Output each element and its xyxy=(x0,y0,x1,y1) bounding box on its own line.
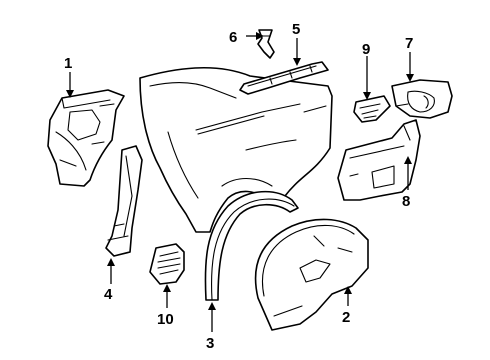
callout-7: 7 xyxy=(405,35,413,52)
part-9-vent xyxy=(353,95,391,123)
part-1-inner-panel xyxy=(47,89,125,187)
part-6-bracket xyxy=(257,29,275,59)
part-7-lamp-housing xyxy=(391,79,453,119)
callout-6: 6 xyxy=(229,29,237,46)
part-2-wheelhouse-liner xyxy=(254,218,369,331)
callout-8: 8 xyxy=(402,193,410,210)
leader-lines xyxy=(66,32,414,332)
part-8-lower-panel xyxy=(337,119,421,201)
callout-9: 9 xyxy=(362,41,370,58)
quarter-panel xyxy=(139,67,333,233)
callout-4: 4 xyxy=(104,286,113,303)
part-4-pillar xyxy=(105,145,143,257)
callout-10: 10 xyxy=(157,311,174,328)
part-5-upper-extension xyxy=(239,61,329,95)
callout-5: 5 xyxy=(292,21,300,38)
callout-1: 1 xyxy=(64,55,72,72)
callout-labels: 1 2 3 4 5 6 7 8 9 10 xyxy=(64,21,413,352)
part-10-grille xyxy=(149,243,185,285)
part-3-wheel-molding xyxy=(204,190,299,301)
callout-2: 2 xyxy=(342,309,350,326)
callout-3: 3 xyxy=(206,335,214,352)
